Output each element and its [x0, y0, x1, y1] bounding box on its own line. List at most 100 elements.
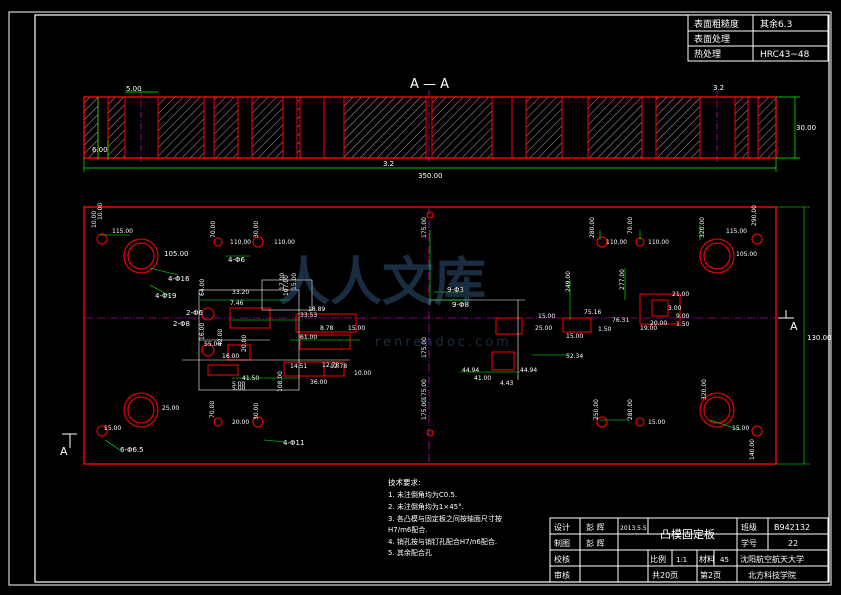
- tb-designer: 彭 辉: [586, 522, 605, 532]
- dimension-label: 33.53: [300, 312, 317, 319]
- dimension-label: 14.51: [290, 363, 307, 370]
- tb-title: 凸模固定板: [660, 527, 715, 541]
- dimension-label: 8.78: [320, 325, 334, 332]
- dimension-label: 15.00: [566, 333, 583, 340]
- dimension-label: 44.94: [520, 367, 537, 374]
- svg-text:A: A: [60, 445, 68, 458]
- tb-draw: 制图: [554, 538, 570, 548]
- watermark-url: renrendoc.com: [375, 335, 512, 350]
- dimension-label: 42.00: [217, 329, 224, 346]
- dimension-label: 7.46: [230, 300, 244, 307]
- label-4-11: 4-Φ11: [283, 439, 304, 447]
- dimension-label: 20.00: [232, 419, 249, 426]
- dimension-label: 115.00: [112, 228, 133, 235]
- svg-text:5. 其余配合孔: 5. 其余配合孔: [388, 548, 432, 557]
- tb-check: 校核: [554, 554, 570, 564]
- dimension-label: 41.00: [474, 375, 491, 382]
- tb-date: 2013.5.5: [620, 525, 647, 532]
- dimension-label: 320.00: [699, 217, 706, 238]
- corner-value-roughness: 其余6.3: [760, 18, 792, 30]
- tb-approve: 审核: [554, 570, 570, 580]
- section-view: [83, 90, 777, 164]
- section-marker-left: A: [60, 433, 77, 458]
- tb-class: B942132: [774, 523, 810, 532]
- dim-6: 6.00: [92, 146, 108, 154]
- corner-label-roughness: 表面粗糙度: [694, 18, 739, 30]
- dimension-label: 110.00: [606, 239, 627, 246]
- tb-total: 共20页: [652, 571, 678, 580]
- dimension-label: 15.00: [348, 325, 365, 332]
- dimension-label: 280.00: [589, 217, 596, 238]
- dimension-label: 64.00: [199, 279, 206, 296]
- section-dimensions: [83, 91, 800, 172]
- corner-table: 表面粗糙度 其余6.3 表面处理 热处理 HRC43~48: [687, 14, 829, 62]
- plan-dimension-lines: [100, 206, 810, 465]
- dim-350: 350.00: [418, 172, 443, 180]
- dim-130: 130.00: [807, 334, 832, 342]
- label-4-19: 4-Φ19: [155, 292, 176, 300]
- label-2-8: 2-Φ8: [173, 320, 190, 328]
- svg-text:2. 未注倒角均为1×45°.: 2. 未注倒角均为1×45°.: [388, 502, 464, 511]
- dimension-label: 175.00: [421, 399, 428, 420]
- tb-sheet: 第2页: [700, 570, 721, 580]
- tb-student-no: 22: [788, 539, 798, 548]
- dimension-label: 249.00: [565, 271, 572, 292]
- dimension-label: 280.00: [627, 399, 634, 420]
- dimension-label: 1.50: [598, 326, 612, 333]
- dimension-label: 140.00: [749, 439, 756, 460]
- dimension-label: 18.89: [308, 306, 325, 313]
- corner-label-surface: 表面处理: [694, 33, 730, 45]
- dimension-label: 36.00: [310, 379, 327, 386]
- label-4-6: 4-Φ6: [228, 256, 245, 264]
- dimension-label: 70.00: [627, 217, 634, 234]
- tb-material: 45: [720, 556, 729, 564]
- dimension-label: 41.50: [242, 375, 259, 382]
- section-marker-right: A: [778, 310, 798, 333]
- dimension-label: 15.00: [291, 273, 298, 290]
- svg-text:A: A: [790, 320, 798, 333]
- dimension-label: 17.00: [279, 273, 286, 290]
- roughness-32: 3.2: [383, 160, 394, 168]
- label-6-65: 6-Φ6.5: [120, 446, 144, 454]
- label-9-8: 9-Φ8: [452, 301, 469, 309]
- label-105-left: 105.00: [164, 250, 189, 258]
- dimension-label: 110.00: [648, 239, 669, 246]
- dimension-label: 5.00: [232, 381, 246, 388]
- dimension-label: 30.00: [253, 403, 260, 420]
- svg-text:3. 各凸模与固定板之间按轴面尺寸按: 3. 各凸模与固定板之间按轴面尺寸按: [388, 514, 502, 523]
- tb-design: 设计: [554, 522, 570, 532]
- dimension-label: 10.00: [91, 211, 98, 228]
- tb-school-2: 北方科技学院: [748, 570, 796, 580]
- dimension-label: 44.94: [462, 367, 479, 374]
- label-4-16: 4-Φ16: [168, 275, 190, 283]
- dimension-label: 16.00: [199, 323, 206, 340]
- dimension-label: 70.00: [209, 401, 216, 418]
- dimension-label: 33.20: [232, 289, 249, 296]
- dimension-label: 16.00: [222, 353, 239, 360]
- outer-frame: [8, 11, 832, 586]
- tb-scale-label: 比例: [650, 554, 666, 564]
- dimension-label: 10.00: [354, 370, 371, 377]
- tb-scale: 1:1: [676, 556, 687, 564]
- corner-label-heat: 热处理: [694, 48, 721, 60]
- dimension-label: 105.00: [736, 251, 757, 258]
- dimension-label: 5.00: [232, 385, 246, 392]
- dimension-label: 110.00: [230, 239, 251, 246]
- dimension-label: 290.00: [751, 205, 758, 226]
- dimension-label: 15.00: [104, 425, 121, 432]
- dimension-label: 108.00: [277, 371, 284, 392]
- svg-text:1. 未注倒角均为C0.5.: 1. 未注倒角均为C0.5.: [388, 490, 457, 499]
- dimension-label: 175.00: [421, 337, 428, 358]
- watermark-text: 人人文库: [278, 253, 486, 313]
- dimension-label: 320.00: [701, 379, 708, 400]
- corner-value-heat: HRC43~48: [760, 50, 810, 60]
- dimension-label: 175.00: [421, 379, 428, 400]
- svg-text:4. 销孔按与销钉孔配合H7/n6配合.: 4. 销孔按与销钉孔配合H7/n6配合.: [388, 537, 497, 546]
- dimension-label: 55.00: [204, 341, 221, 348]
- dimension-label: 115.00: [726, 228, 747, 235]
- section-label: A — A: [410, 77, 449, 92]
- watermark: 人人文库 renrendoc.com: [278, 253, 512, 350]
- dim-30: 30.00: [796, 124, 816, 132]
- label-2-6: 2-Φ6: [186, 309, 203, 317]
